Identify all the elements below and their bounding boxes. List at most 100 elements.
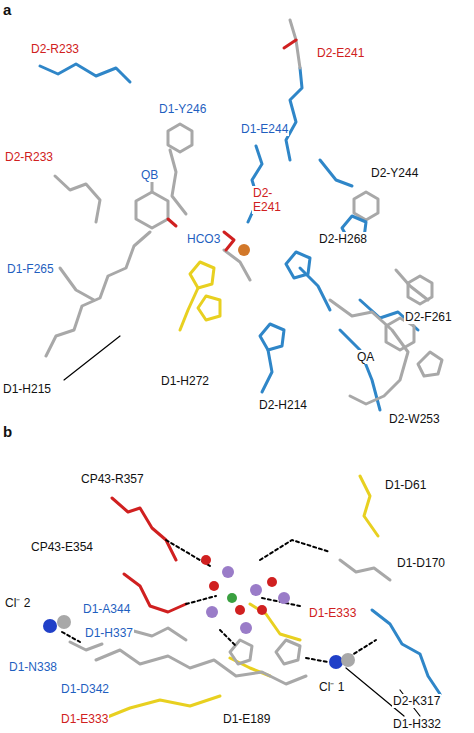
atom-spheres bbox=[227, 593, 237, 603]
residue-sticks bbox=[262, 350, 272, 392]
panel-letter: b bbox=[2, 424, 13, 440]
hydrogen-bonds bbox=[186, 596, 216, 604]
d1-sticks bbox=[340, 560, 390, 580]
residue-label: QA bbox=[356, 350, 375, 364]
leader-lines bbox=[64, 336, 420, 716]
atom-spheres bbox=[267, 577, 277, 587]
cp43-sticks bbox=[112, 498, 186, 612]
residue-label: D1-E189 bbox=[222, 712, 271, 726]
hydrogen-bonds bbox=[62, 540, 376, 662]
d1-sticks bbox=[250, 604, 300, 640]
residue-label: D1-H337 bbox=[84, 626, 134, 640]
histidine-sticks bbox=[286, 252, 310, 278]
residue-sticks bbox=[320, 160, 352, 186]
atom-spheres bbox=[341, 653, 355, 667]
atom-spheres bbox=[201, 555, 211, 565]
histidine-sticks bbox=[260, 324, 284, 350]
residue-label: D2-R233 bbox=[30, 42, 80, 56]
residue-label: D2-E241 bbox=[316, 46, 365, 60]
atom-spheres bbox=[222, 566, 234, 578]
d1-sticks bbox=[276, 640, 300, 664]
residue-label: D1-H332 bbox=[392, 717, 442, 731]
residue-sticks bbox=[40, 64, 418, 410]
d2-sticks bbox=[372, 610, 440, 694]
panel-letter: a bbox=[2, 2, 12, 18]
atom-spheres bbox=[235, 605, 245, 615]
leader-lines bbox=[346, 668, 404, 716]
hydrogen-bonds bbox=[220, 630, 236, 646]
residue-label: D1-E244 bbox=[240, 122, 289, 136]
residue-label: Cl⁻ 2 bbox=[4, 596, 31, 610]
residue-label: D2-R233 bbox=[4, 150, 54, 164]
d1-sticks bbox=[70, 642, 102, 650]
histidine-sticks bbox=[190, 262, 214, 288]
atom-spheres bbox=[57, 615, 71, 629]
residue-label: D2-F261 bbox=[404, 310, 453, 324]
residue-sticks bbox=[168, 219, 176, 226]
d1-sticks bbox=[130, 628, 186, 640]
bicarbonate bbox=[224, 232, 234, 250]
atom-spheres bbox=[209, 581, 219, 591]
histidine-sticks bbox=[198, 296, 220, 320]
d1-sticks bbox=[96, 650, 306, 684]
cp43-sticks bbox=[112, 498, 176, 560]
atom-spheres bbox=[278, 592, 290, 604]
residue-label: D1-F265 bbox=[6, 262, 55, 276]
residue-label: D1-E333 bbox=[60, 712, 109, 726]
atom-spheres bbox=[329, 655, 343, 669]
residue-label: D2-H268 bbox=[318, 232, 368, 246]
residue-sticks bbox=[408, 276, 432, 304]
hydrogen-bonds bbox=[306, 658, 328, 662]
residue-sticks bbox=[168, 124, 192, 152]
structure-illustration bbox=[40, 20, 442, 720]
d1-sticks bbox=[70, 560, 390, 684]
residue-sticks bbox=[55, 176, 100, 222]
residue-sticks bbox=[354, 192, 378, 220]
atom-spheres bbox=[238, 244, 250, 256]
residue-label: D1-H215 bbox=[2, 382, 52, 396]
residue-sticks bbox=[60, 268, 94, 300]
residue-label: D1-E333 bbox=[308, 606, 357, 620]
residue-sticks bbox=[330, 300, 408, 404]
atom-spheres bbox=[206, 606, 218, 618]
atom-spheres bbox=[43, 619, 57, 633]
histidine-sticks bbox=[180, 288, 198, 330]
residue-label: D2-H214 bbox=[258, 398, 308, 412]
residue-label: D1-Y246 bbox=[158, 102, 207, 116]
residue-label: Cl⁻ 1 bbox=[318, 680, 345, 694]
residue-sticks bbox=[136, 192, 168, 228]
hydrogen-bonds bbox=[260, 540, 330, 560]
residue-label: D2-W253 bbox=[388, 412, 441, 426]
hydrogen-bonds bbox=[166, 540, 210, 566]
residue-label: D2-Y244 bbox=[370, 166, 419, 180]
residue-label: QB bbox=[140, 168, 159, 182]
residue-label: D1-N338 bbox=[8, 660, 58, 674]
residue-sticks bbox=[168, 40, 296, 226]
residue-sticks bbox=[170, 150, 186, 214]
residue-sticks bbox=[46, 20, 442, 404]
d1-sticks bbox=[100, 476, 378, 720]
atom-spheres bbox=[250, 584, 262, 596]
residue-label: D1-H272 bbox=[160, 374, 210, 388]
residue-label: D2-K317 bbox=[392, 694, 441, 708]
leader-lines bbox=[64, 336, 120, 380]
atom-spheres bbox=[257, 605, 267, 615]
d1-sticks bbox=[100, 696, 220, 720]
residue-label: CP43-E354 bbox=[30, 540, 94, 554]
residue-label: D1-D61 bbox=[384, 478, 427, 492]
residue-label: CP43-R357 bbox=[80, 472, 145, 486]
residue-sticks bbox=[340, 330, 380, 410]
residue-label: HCO3 bbox=[186, 232, 221, 246]
hydrogen-bonds bbox=[62, 632, 80, 642]
atom-spheres bbox=[240, 622, 252, 634]
bicarbonate bbox=[224, 232, 234, 250]
residue-sticks bbox=[396, 270, 428, 300]
d2-sticks bbox=[372, 610, 440, 694]
residue-label: D1-D342 bbox=[60, 682, 110, 696]
residue-sticks bbox=[40, 64, 130, 82]
d1-sticks bbox=[360, 476, 378, 536]
residue-label: D1-A344 bbox=[82, 602, 131, 616]
residue-sticks bbox=[46, 232, 150, 356]
residue-label: D2-E241 bbox=[252, 186, 290, 214]
